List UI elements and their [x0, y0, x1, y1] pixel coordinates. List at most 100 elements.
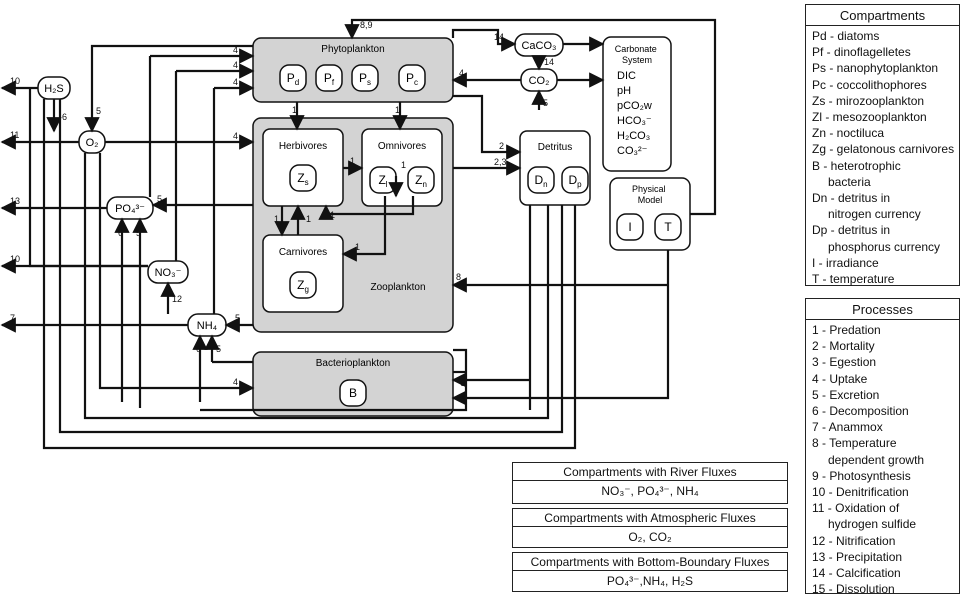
compartment-pf-circle	[315, 64, 343, 92]
legend-line: I - irradiance	[812, 255, 879, 270]
carbonate-item: CO₃²⁻	[617, 145, 648, 157]
legend-line: 13 - Precipitation	[812, 549, 903, 564]
arrow-label: 6	[62, 112, 67, 122]
line-detritus-4	[42, 142, 577, 450]
legend-line: 6 - Decomposition	[812, 404, 909, 419]
compartment-zn-circle	[407, 166, 435, 194]
flow-arrows	[0, 18, 717, 450]
compartment-pf-label: Pf	[324, 71, 335, 87]
legend-line: Ps - nanophytoplankton	[812, 61, 939, 76]
ecosystem-diagram: Phytoplankton Zooplankton Herbivores Omn…	[0, 18, 717, 450]
arrow-label: 4	[233, 60, 238, 70]
legend-line: 9 - Photosynthesis	[812, 468, 911, 483]
compartment-b-label: B	[349, 386, 357, 400]
arrow-label: 5	[136, 228, 141, 238]
arrow-label: 2	[499, 141, 504, 151]
legend-line: T - temperature	[812, 272, 895, 287]
legend-line: 14 - Calcification	[812, 566, 901, 581]
compartment-i-label: I	[628, 220, 631, 234]
legend-line: 4 - Uptake	[812, 371, 868, 386]
line-uptake-nh4	[212, 86, 226, 314]
compartment-b-circle	[339, 379, 367, 407]
compartment-zs-circle	[289, 164, 317, 192]
legend-line: Zs - mirozooplankton	[812, 93, 925, 108]
line-uptake-bact	[98, 153, 226, 390]
legend-line: Dn - detritus in	[812, 191, 891, 206]
arrow-label: 8,9	[360, 20, 373, 30]
compartment-t-circle	[654, 213, 682, 241]
legend-line: 11 - Oxidation of	[812, 501, 900, 516]
compartment-dp-circle	[561, 166, 589, 194]
carbonate-item: HCO₃⁻	[617, 115, 652, 127]
carbonate-label-word2: System	[622, 55, 652, 65]
legend-line: 12 - Nitrification	[812, 533, 896, 548]
nh4-label: NH₄	[197, 320, 218, 332]
compartment-t-label: T	[664, 220, 672, 234]
herbivores-label: Herbivores	[279, 141, 327, 152]
caco3-label: CaCO₃	[521, 40, 556, 52]
legend-line: 2 - Mortality	[812, 339, 875, 354]
h2s-node: H₂S	[37, 76, 71, 100]
po4-node: PO₄³⁻	[106, 196, 154, 220]
arrow-label: 1	[395, 105, 400, 115]
legend-line: 1 - Predation	[812, 323, 881, 337]
arrow-label: 11	[10, 130, 19, 140]
compartment-zs-label: Zs	[297, 171, 308, 187]
no3-label: NO₃⁻	[155, 267, 182, 279]
arrow-label: 5	[157, 194, 162, 204]
river-fluxes-title: Compartments with River Fluxes	[513, 463, 787, 481]
physical-label-word1: Physical	[632, 184, 666, 194]
detritus-label: Detritus	[538, 142, 572, 153]
compartment-pd-circle	[279, 64, 307, 92]
atmospheric-fluxes-body: O₂, CO₂	[628, 530, 672, 544]
arrow-temp-bact	[451, 250, 670, 406]
legend-line: 15 - Dissolution	[812, 582, 895, 597]
atmospheric-fluxes-box: Compartments with Atmospheric Fluxes O₂,…	[512, 508, 788, 548]
physical-label-word2: Model	[638, 195, 663, 205]
arrow-label: 4	[233, 45, 238, 55]
compartment-ps-circle	[351, 64, 379, 92]
o2-node: O₂	[78, 130, 106, 154]
arrow-label: 14	[494, 32, 504, 42]
compartment-ps-label: Ps	[359, 71, 371, 87]
arrow-label: 4	[233, 131, 238, 141]
legend-line: Dp - detritus in	[812, 223, 891, 238]
bottom-fluxes-box: Compartments with Bottom-Boundary Fluxes…	[512, 552, 788, 592]
legend-line: dependent growth	[828, 452, 925, 467]
bottom-fluxes-title: Compartments with Bottom-Boundary Fluxes	[513, 553, 787, 571]
arrow-label: 6	[196, 344, 201, 354]
legend-line: 5 - Excretion	[812, 387, 880, 402]
legend-line: Zg - gelatonous carnivores	[812, 142, 955, 157]
compartment-zn-label: Zn	[415, 173, 427, 189]
arrow-label: 4	[233, 77, 238, 87]
arrow-label: 4	[233, 377, 238, 387]
compartment-dp-label: Dp	[568, 173, 582, 189]
legend-line: phosphorus currency	[828, 239, 941, 254]
co2-label: CO₂	[529, 75, 550, 87]
arrow-label: 8	[456, 272, 461, 282]
arrow-label-group: 10 11 13 10 7 5 6 4 4 4 4 8,9 14 14 4 5 …	[10, 20, 554, 404]
zooplankton-label: Zooplankton	[370, 282, 425, 293]
arrow-label: 5	[96, 106, 101, 116]
processes-legend-title: Processes	[806, 299, 959, 320]
arrow-label: 1	[401, 160, 406, 170]
arrow-label: 2,3	[494, 157, 507, 167]
compartment-zl-label: Zl	[378, 173, 387, 189]
line-detritus-2	[83, 153, 550, 420]
arrow-temp-phyto	[344, 18, 717, 216]
arrow-label: 10	[10, 254, 20, 264]
arrow-label: 8	[460, 394, 465, 404]
po4-label: PO₄³⁻	[115, 203, 145, 215]
legend-line: Pd - diatoms	[812, 29, 880, 43]
arrow-label: 5	[235, 313, 240, 323]
compartment-pc-circle	[398, 64, 426, 92]
legend-line: 10 - Denitrification	[812, 485, 909, 500]
arrow-label: 5	[543, 98, 548, 108]
river-fluxes-box: Compartments with River Fluxes NO₃⁻, PO₄…	[512, 462, 788, 504]
bottom-fluxes-body: PO₄³⁻,NH₄, H₂S	[606, 574, 694, 588]
